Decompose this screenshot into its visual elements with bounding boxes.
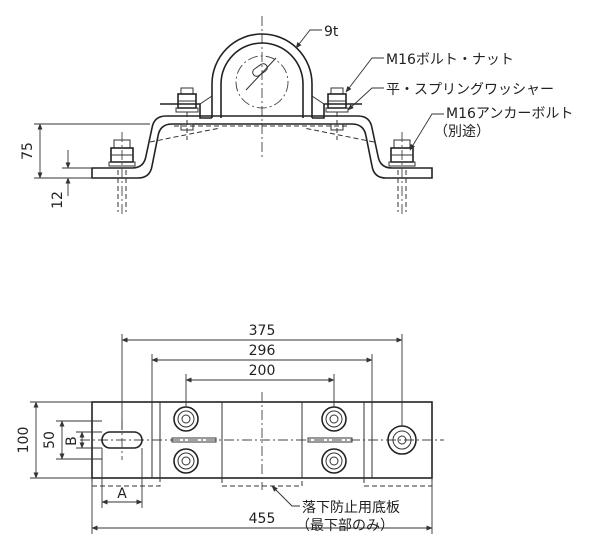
- bolt-nut-left: [175, 87, 199, 140]
- dim-A: A: [117, 486, 127, 502]
- u-band-inner: [220, 42, 304, 118]
- label-base-plate-note: （最下部のみ）: [296, 518, 394, 534]
- leader-washer: [347, 87, 384, 111]
- u-band-outer: [211, 33, 313, 118]
- dim-375: 375: [249, 323, 276, 339]
- bolt-head-bottom-right: [321, 448, 347, 474]
- bolt-head-bottom-left: [173, 448, 199, 474]
- band-foot-left: [160, 103, 212, 119]
- hidden-line-left: [149, 127, 221, 143]
- dim-296: 296: [249, 343, 276, 359]
- label-base-plate: 落下防止用底板: [302, 500, 400, 516]
- dim-B: B: [64, 436, 80, 446]
- band-foot-right: [312, 103, 362, 119]
- leader-anchor-bolt: [409, 113, 444, 151]
- plan-view: 375 296 200 455 100 50 B: [16, 323, 444, 534]
- bolt-nut-right: [325, 87, 349, 140]
- anchor-bolt-right: [388, 132, 416, 215]
- hidden-plate-right: [363, 478, 433, 487]
- bolt-head-top-left: [173, 406, 199, 432]
- leader-base-plate: [271, 485, 300, 507]
- band-split-left: [171, 437, 217, 443]
- leader-9t: [295, 29, 322, 49]
- side-view: 9t M16ボルト・ナット 平・スプリングワッシャー M16アンカーボルト （別…: [20, 16, 573, 215]
- anchor-bolt-left: [108, 132, 136, 215]
- label-washer: 平・スプリングワッシャー: [386, 82, 554, 98]
- dim-100: 100: [16, 427, 32, 454]
- label-anchor-bolt: M16アンカーボルト: [446, 106, 573, 122]
- dim-455: 455: [249, 511, 276, 527]
- dim-12: 12: [50, 191, 66, 209]
- band-flange-right: [311, 95, 325, 105]
- bolt-head-top-right: [321, 406, 347, 432]
- hidden-line-right: [303, 127, 375, 143]
- dim-50: 50: [42, 431, 58, 449]
- leader-bolt-nut: [345, 57, 384, 93]
- pipe-outline: [235, 55, 289, 109]
- label-anchor-bolt-note: （別途）: [434, 123, 490, 140]
- band-flange-left: [199, 95, 213, 105]
- saddle-plate: [91, 115, 433, 179]
- dim-200: 200: [249, 363, 276, 379]
- dim-75: 75: [20, 142, 36, 160]
- hidden-plate-mid: [221, 478, 303, 487]
- label-thickness: 9t: [324, 24, 339, 40]
- pipe-diagonal: [245, 57, 277, 91]
- band-split-right: [307, 437, 353, 443]
- label-bolt-nut: M16ボルト・ナット: [386, 52, 514, 68]
